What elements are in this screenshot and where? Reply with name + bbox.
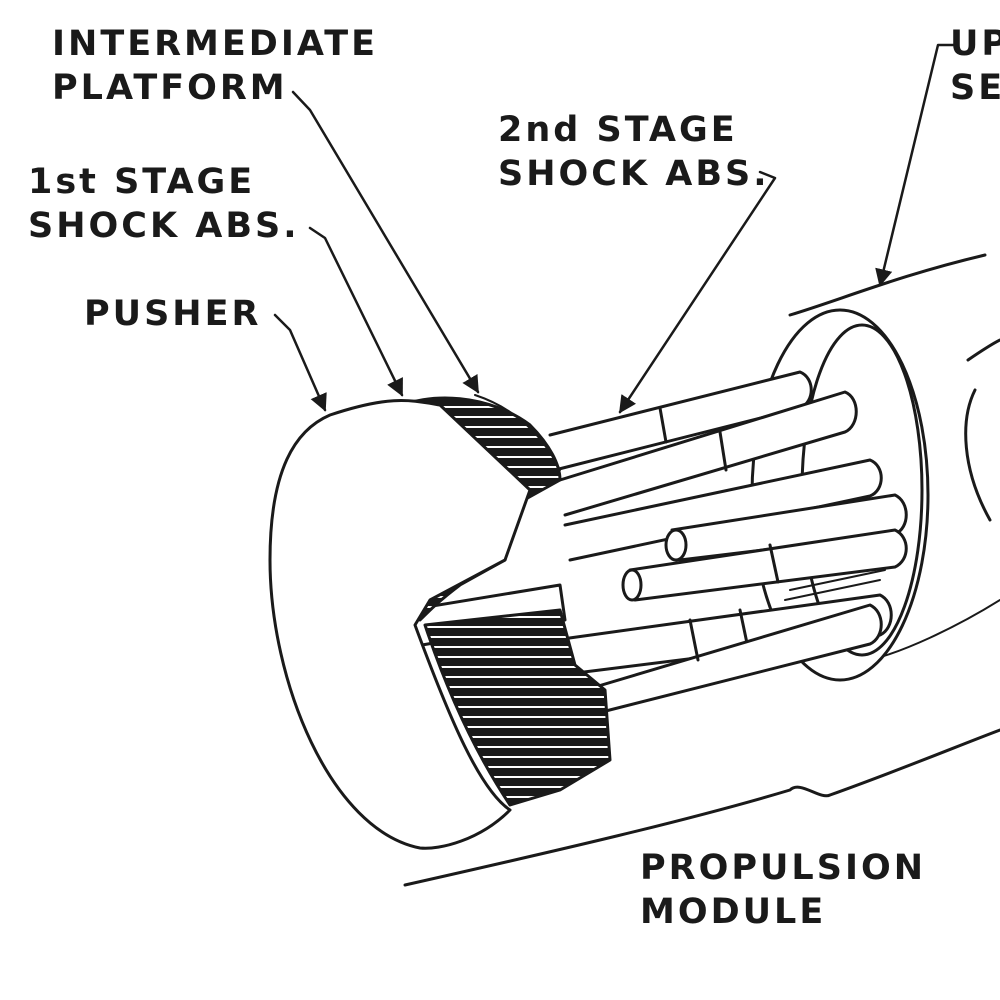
leader-intermediate-platform — [291, 90, 480, 394]
leader-first-stage — [308, 226, 404, 397]
rod-7 — [583, 603, 883, 717]
rod-3 — [563, 458, 883, 562]
label-intermediate-platform: INTERMEDIATE PLATFORM — [52, 24, 379, 108]
rod-5 — [628, 528, 908, 602]
rod-2 — [558, 390, 858, 517]
shock-absorber-rods — [348, 370, 908, 717]
leader-lines — [273, 43, 957, 414]
pusher-plate — [268, 399, 532, 850]
leader-pusher — [273, 313, 327, 412]
leader-second-stage — [618, 170, 777, 414]
label-second-stage-shock-abs: 2nd STAGE SHOCK ABS. — [498, 110, 770, 194]
label-first-stage-shock-abs: 1st STAGE SHOCK ABS. — [28, 162, 300, 246]
label-pusher: PUSHER — [84, 294, 262, 334]
label-propulsion-module: PROPULSION MODULE — [640, 848, 927, 932]
leader-upper-section — [875, 43, 957, 287]
label-upper-section: UP SE — [950, 24, 1000, 108]
